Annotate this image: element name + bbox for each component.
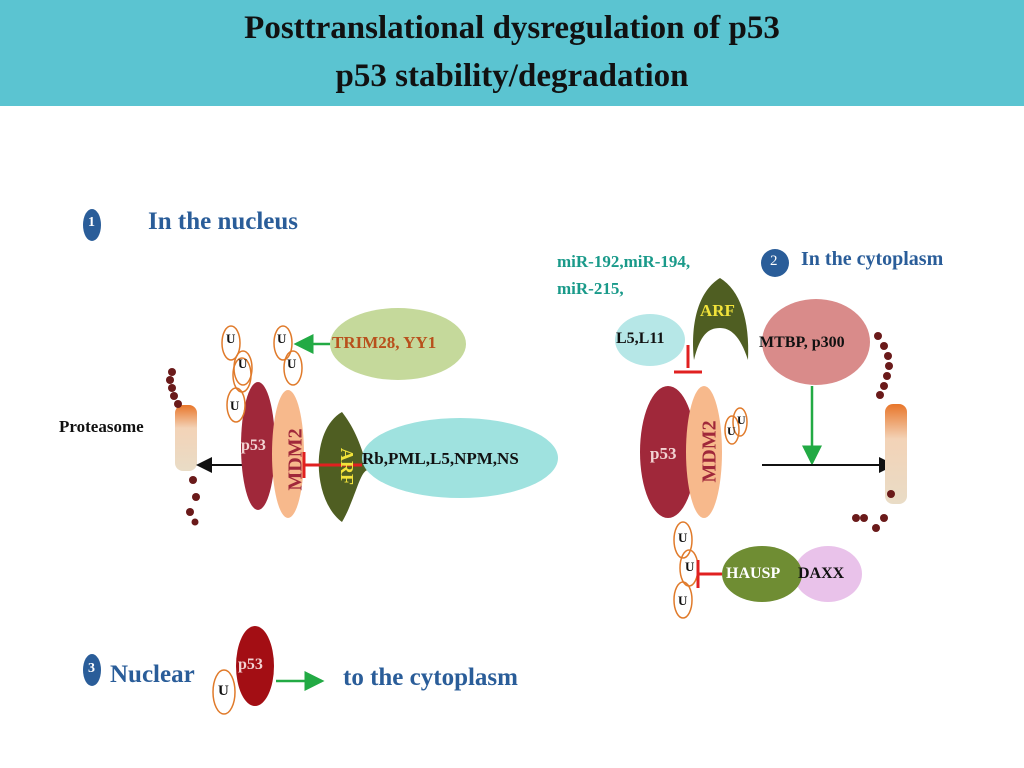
trim28-oval xyxy=(330,308,466,380)
section2-number: 2 xyxy=(770,253,778,269)
mdm2-label-right: MDM2 xyxy=(698,420,721,483)
ubiquitin-label: U xyxy=(218,683,229,699)
daxx-label: DAXX xyxy=(798,565,845,582)
ubiquitin-ring xyxy=(673,521,693,559)
ubiquitin-label: U xyxy=(277,331,287,346)
section3-title-left: Nuclear xyxy=(110,661,195,688)
l5l11-label: L5,L11 xyxy=(616,330,665,347)
p53-oval-nuclear xyxy=(236,626,274,706)
rb-group-label: Rb,PML,L5,NPM,NS xyxy=(362,449,519,468)
ubiquitin-label: U xyxy=(238,356,248,371)
mdm2-label-left: MDM2 xyxy=(284,428,307,491)
ubiquitin-label: U xyxy=(685,559,695,574)
rb-group-oval xyxy=(362,418,558,498)
section2-number-badge xyxy=(761,249,789,277)
l5l11-oval xyxy=(615,314,685,366)
mtbp-oval xyxy=(762,299,870,385)
mdm2-oval-left xyxy=(272,390,304,518)
proteasome-label: Proteasome xyxy=(59,417,144,436)
hausp-oval xyxy=(722,546,802,602)
ubiquitin-ring xyxy=(226,387,246,423)
hausp-label: HAUSP xyxy=(726,565,781,582)
ubiquitin-ring xyxy=(273,325,293,361)
proteasome-left xyxy=(166,368,200,526)
arf-crescent-right xyxy=(693,278,749,360)
ubiquitin-ring xyxy=(732,407,748,437)
arf-crescent-left xyxy=(318,412,368,522)
section1-number-badge xyxy=(83,209,101,241)
ubiquitin-label: U xyxy=(678,593,688,608)
p53-label-right: p53 xyxy=(650,444,677,463)
section3-number: 3 xyxy=(88,661,95,676)
proteasome-right xyxy=(852,332,907,532)
p53-oval-left xyxy=(241,382,275,510)
section1-title: In the nucleus xyxy=(148,208,299,235)
mirna-line2: miR-215, xyxy=(557,279,624,298)
daxx-oval xyxy=(794,546,862,602)
page-subtitle: p53 stability/degradation xyxy=(335,58,689,94)
p53-label-nuclear: p53 xyxy=(238,656,263,673)
section3-number-badge xyxy=(83,654,101,686)
mdm2-oval-right xyxy=(686,386,722,518)
ubiquitin-ring xyxy=(724,415,740,445)
ubiquitin-label: U xyxy=(230,398,240,413)
section3-title-right: to the cytoplasm xyxy=(343,664,518,691)
ubiquitin-label: U xyxy=(226,331,236,346)
p53-label-left: p53 xyxy=(241,437,266,454)
trim28-label: TRIM28, YY1 xyxy=(332,333,437,352)
section1-number: 1 xyxy=(88,215,95,230)
ubiquitin-ring xyxy=(221,325,241,361)
arf-label-left: ARF xyxy=(337,448,357,485)
ubiquitin-label: U xyxy=(678,530,688,545)
mirna-line1: miR-192,miR-194, xyxy=(557,252,691,271)
section2-title: In the cytoplasm xyxy=(801,248,944,270)
ubiquitin-label: U xyxy=(727,424,736,438)
ubiquitin-ring xyxy=(673,581,693,619)
arf-label-right: ARF xyxy=(700,301,735,320)
p53-oval-right xyxy=(640,386,696,518)
page-title: Posttranslational dysregulation of p53 xyxy=(244,10,780,46)
mtbp-label: MTBP, p300 xyxy=(759,334,845,351)
ubiquitin-label: U xyxy=(737,413,746,427)
ubiquitin-label: U xyxy=(287,356,297,371)
ubiquitin-ring xyxy=(212,669,236,715)
ubiquitin-ring xyxy=(283,350,303,386)
title-banner xyxy=(0,0,1024,106)
